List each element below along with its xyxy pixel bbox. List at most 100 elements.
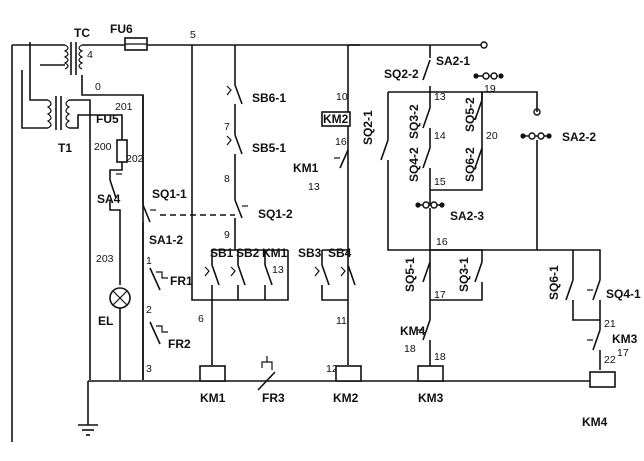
km2-box-label: KM2 (323, 112, 349, 126)
sq6-2-label: SQ6-2 (463, 147, 477, 182)
node-200: 200 (94, 141, 112, 153)
sq4-1-switch (587, 279, 601, 301)
sq6-1-switch (565, 279, 574, 301)
sq5-1-label: SQ5-1 (403, 257, 417, 292)
node-5: 5 (190, 29, 196, 41)
sb2-label: SB2 (236, 246, 260, 260)
sa2-3-dot-left (415, 202, 421, 208)
sa4-switch (109, 173, 122, 208)
km1-coil (199, 365, 226, 382)
km3-coil (417, 365, 444, 382)
node-21: 21 (604, 318, 616, 330)
sq5-1-switch (422, 261, 431, 283)
node-13c: 13 (434, 91, 446, 103)
km1-branch: SB6-1 7 SB5-1 8 SQ1-2 9 SB1 (160, 45, 293, 405)
sb1-button (204, 264, 220, 286)
km4-branch: SQ6-1 SQ4-1 21 KM3 17 22 KM4 (537, 249, 641, 429)
sq1-1-label: SQ1-1 (152, 187, 187, 201)
sa2-2-dot-right (546, 133, 552, 139)
node-20: 20 (486, 130, 498, 142)
km4-contact-label: KM4 (400, 324, 426, 338)
fr3-label: FR3 (262, 391, 285, 405)
node-3: 3 (146, 363, 152, 375)
node-11: 11 (336, 315, 347, 327)
sa2-2-contact-a (528, 132, 536, 140)
fr2-contact (149, 321, 168, 345)
node-22: 22 (604, 354, 616, 366)
km4-interlock-contact (417, 319, 431, 341)
protection-chain: SQ1-1 SA1-2 1 FR1 2 FR2 3 (142, 95, 193, 380)
node-19: 19 (484, 83, 496, 95)
sq3-1-switch (474, 261, 483, 283)
sq3-2-switch (422, 107, 431, 129)
sb6-1-button (226, 84, 243, 105)
fu6-fuse (124, 37, 148, 51)
node-18b: 18 (434, 351, 446, 363)
km3-coil-label: KM3 (418, 391, 444, 405)
sa2-2-contact-b (537, 132, 545, 140)
el-label: EL (98, 314, 113, 328)
node-16a: 16 (335, 136, 347, 148)
sq2-1-switch (380, 139, 389, 161)
el-lamp-icon (109, 287, 131, 309)
sa2-3-label: SA2-3 (450, 209, 484, 223)
km3-interlock-contact (587, 329, 601, 351)
sq1-2-switch (234, 199, 248, 219)
power-transformers: TC T1 4 0 FU6 5 201 FU5 200 202 SA4 (11, 22, 360, 442)
sb5-1-label: SB5-1 (252, 141, 286, 155)
km1-aux-contact (264, 264, 273, 286)
node-1: 1 (146, 255, 152, 267)
sq3-1-label: SQ3-1 (457, 257, 471, 292)
sb6-1-label: SB6-1 (252, 91, 286, 105)
node-203: 203 (96, 253, 114, 265)
sq2-1-label: SQ2-1 (361, 110, 375, 145)
sq4-2-switch (422, 147, 431, 169)
sa4-label: SA4 (97, 192, 121, 206)
sb4-label: SB4 (328, 246, 352, 260)
sq2-2-label: SQ2-2 (384, 67, 419, 81)
fr1-contact (149, 267, 168, 291)
sa2-1-label: SA2-1 (436, 54, 470, 68)
km2-coil (335, 365, 362, 382)
sq1-1-switch (142, 204, 156, 223)
km4-coil (589, 371, 616, 388)
node-10: 10 (336, 91, 348, 103)
node-18a: 18 (404, 343, 416, 355)
t1-transformer-symbol (46, 96, 71, 130)
node-13b: 13 (308, 181, 320, 193)
sb4-button (340, 264, 356, 286)
sq5-2-label: SQ5-2 (463, 97, 477, 132)
sa2-1-contact-a (482, 72, 490, 80)
sq5-2-switch (474, 99, 483, 121)
ground-icon (78, 424, 98, 436)
node-201: 201 (115, 101, 133, 113)
fr3-contact (257, 356, 276, 391)
km2-box (321, 111, 351, 127)
node-9: 9 (224, 229, 230, 241)
sb3-label: SB3 (298, 246, 322, 260)
sa2-1-terminal-top (480, 41, 488, 49)
sq6-1-label: SQ6-1 (547, 265, 561, 300)
km2-branch: 10 KM2 16 KM1 13 SB3 SB4 11 12 KM2 (293, 45, 362, 405)
sa2-2-label: SA2-2 (562, 130, 596, 144)
fr2-label: FR2 (168, 337, 191, 351)
sq1-2-label: SQ1-2 (258, 207, 293, 221)
sa2-1-contact-b (490, 72, 498, 80)
fu5-label: FU5 (96, 112, 119, 126)
node-12: 12 (326, 363, 338, 375)
sb3-button (314, 264, 330, 286)
tc-transformer-symbol (63, 42, 84, 75)
sb1-label: SB1 (210, 246, 234, 260)
km1-contact-label: KM1 (262, 246, 288, 260)
sa1-2-label: SA1-2 (149, 233, 183, 247)
sq3-2-label: SQ3-2 (407, 104, 421, 139)
node-14: 14 (434, 130, 446, 142)
sa2-3-contact-a (422, 201, 430, 209)
km1-interlock-contact (334, 149, 349, 169)
node-6: 6 (198, 313, 204, 325)
sa2-3-dot-right (439, 202, 445, 208)
node-8: 8 (224, 173, 230, 185)
km1-coil-label: KM1 (200, 391, 226, 405)
sq4-1-label: SQ4-1 (606, 287, 641, 301)
